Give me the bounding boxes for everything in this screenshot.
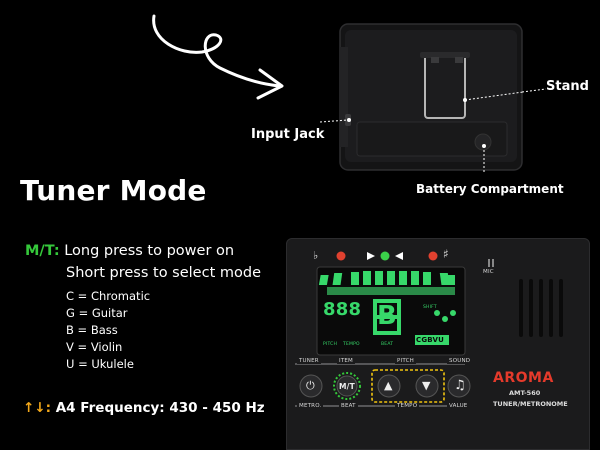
mt-instruction-line: M/T: Long press to power on <box>25 243 234 259</box>
power-icon[interactable]: ⏻ <box>306 379 315 392</box>
label-tuner: TUNER <box>297 358 321 364</box>
label-sound: SOUND <box>447 358 473 364</box>
input-jack-callout-line <box>320 119 349 123</box>
mode-list: C = Chromatic G = Guitar B = Bass V = Vi… <box>66 288 150 373</box>
brand-logo: AROMA <box>493 370 554 386</box>
mt-key-label: M/T: <box>25 243 60 259</box>
flat-symbol: ♭ <box>313 249 319 262</box>
lcd-digits: 888 <box>323 299 362 320</box>
lcd-pitch: PITCH <box>323 342 338 347</box>
stand-callout-label: Stand <box>546 79 589 94</box>
sharp-symbol: ♯ <box>443 247 450 261</box>
doodle-arrow-icon <box>152 14 284 100</box>
list-item: B = Bass <box>66 323 118 337</box>
label-metro: METRO. <box>297 403 324 409</box>
lcd-modes: CGBVU <box>416 336 445 344</box>
stand-callout-line <box>522 88 547 93</box>
lcd-note: B <box>377 301 398 331</box>
up-arrow-icon[interactable]: ▲ <box>384 379 393 392</box>
lcd-tempo: TEMPO <box>343 342 360 347</box>
device-front-graphic <box>295 251 563 407</box>
input-jack-callout-label: Input Jack <box>251 127 325 142</box>
model-label: AMT-560 <box>509 389 541 397</box>
up-down-arrows-icon: ↑↓: <box>23 400 52 416</box>
device-back-image <box>339 23 524 172</box>
device-front: ♭ ♯ MIC 888 B PITCH TEMPO BEAT SHIFT CGB… <box>286 238 590 450</box>
label-value: VALUE <box>447 403 470 409</box>
lcd-beat: BEAT <box>381 342 394 347</box>
label-item: ITEM <box>337 358 356 364</box>
page-title: Tuner Mode <box>20 174 207 207</box>
label-pitch: PITCH <box>395 358 416 364</box>
mt-short-press-text: Short press to select mode <box>66 265 261 281</box>
list-item: U = Ukulele <box>66 357 134 371</box>
mt-long-press-text: Long press to power on <box>64 243 235 259</box>
down-arrow-icon[interactable]: ▼ <box>422 379 431 392</box>
label-tempo: TEMPO <box>395 403 420 409</box>
list-item: V = Violin <box>66 340 123 354</box>
label-beat: BEAT <box>339 403 358 409</box>
product-label: TUNER/METRONOME <box>493 400 568 408</box>
music-note-icon[interactable]: ♫ <box>454 378 466 393</box>
frequency-line: ↑↓: A4 Frequency: 430 - 450 Hz <box>23 400 265 416</box>
battery-callout-label: Battery Compartment <box>416 182 564 196</box>
lcd-shift: SHIFT <box>423 305 437 310</box>
frequency-text: A4 Frequency: 430 - 450 Hz <box>55 400 265 416</box>
mt-button[interactable]: M/T <box>339 382 355 391</box>
list-item: G = Guitar <box>66 306 128 320</box>
list-item: C = Chromatic <box>66 289 151 303</box>
mic-label: MIC <box>483 269 494 275</box>
